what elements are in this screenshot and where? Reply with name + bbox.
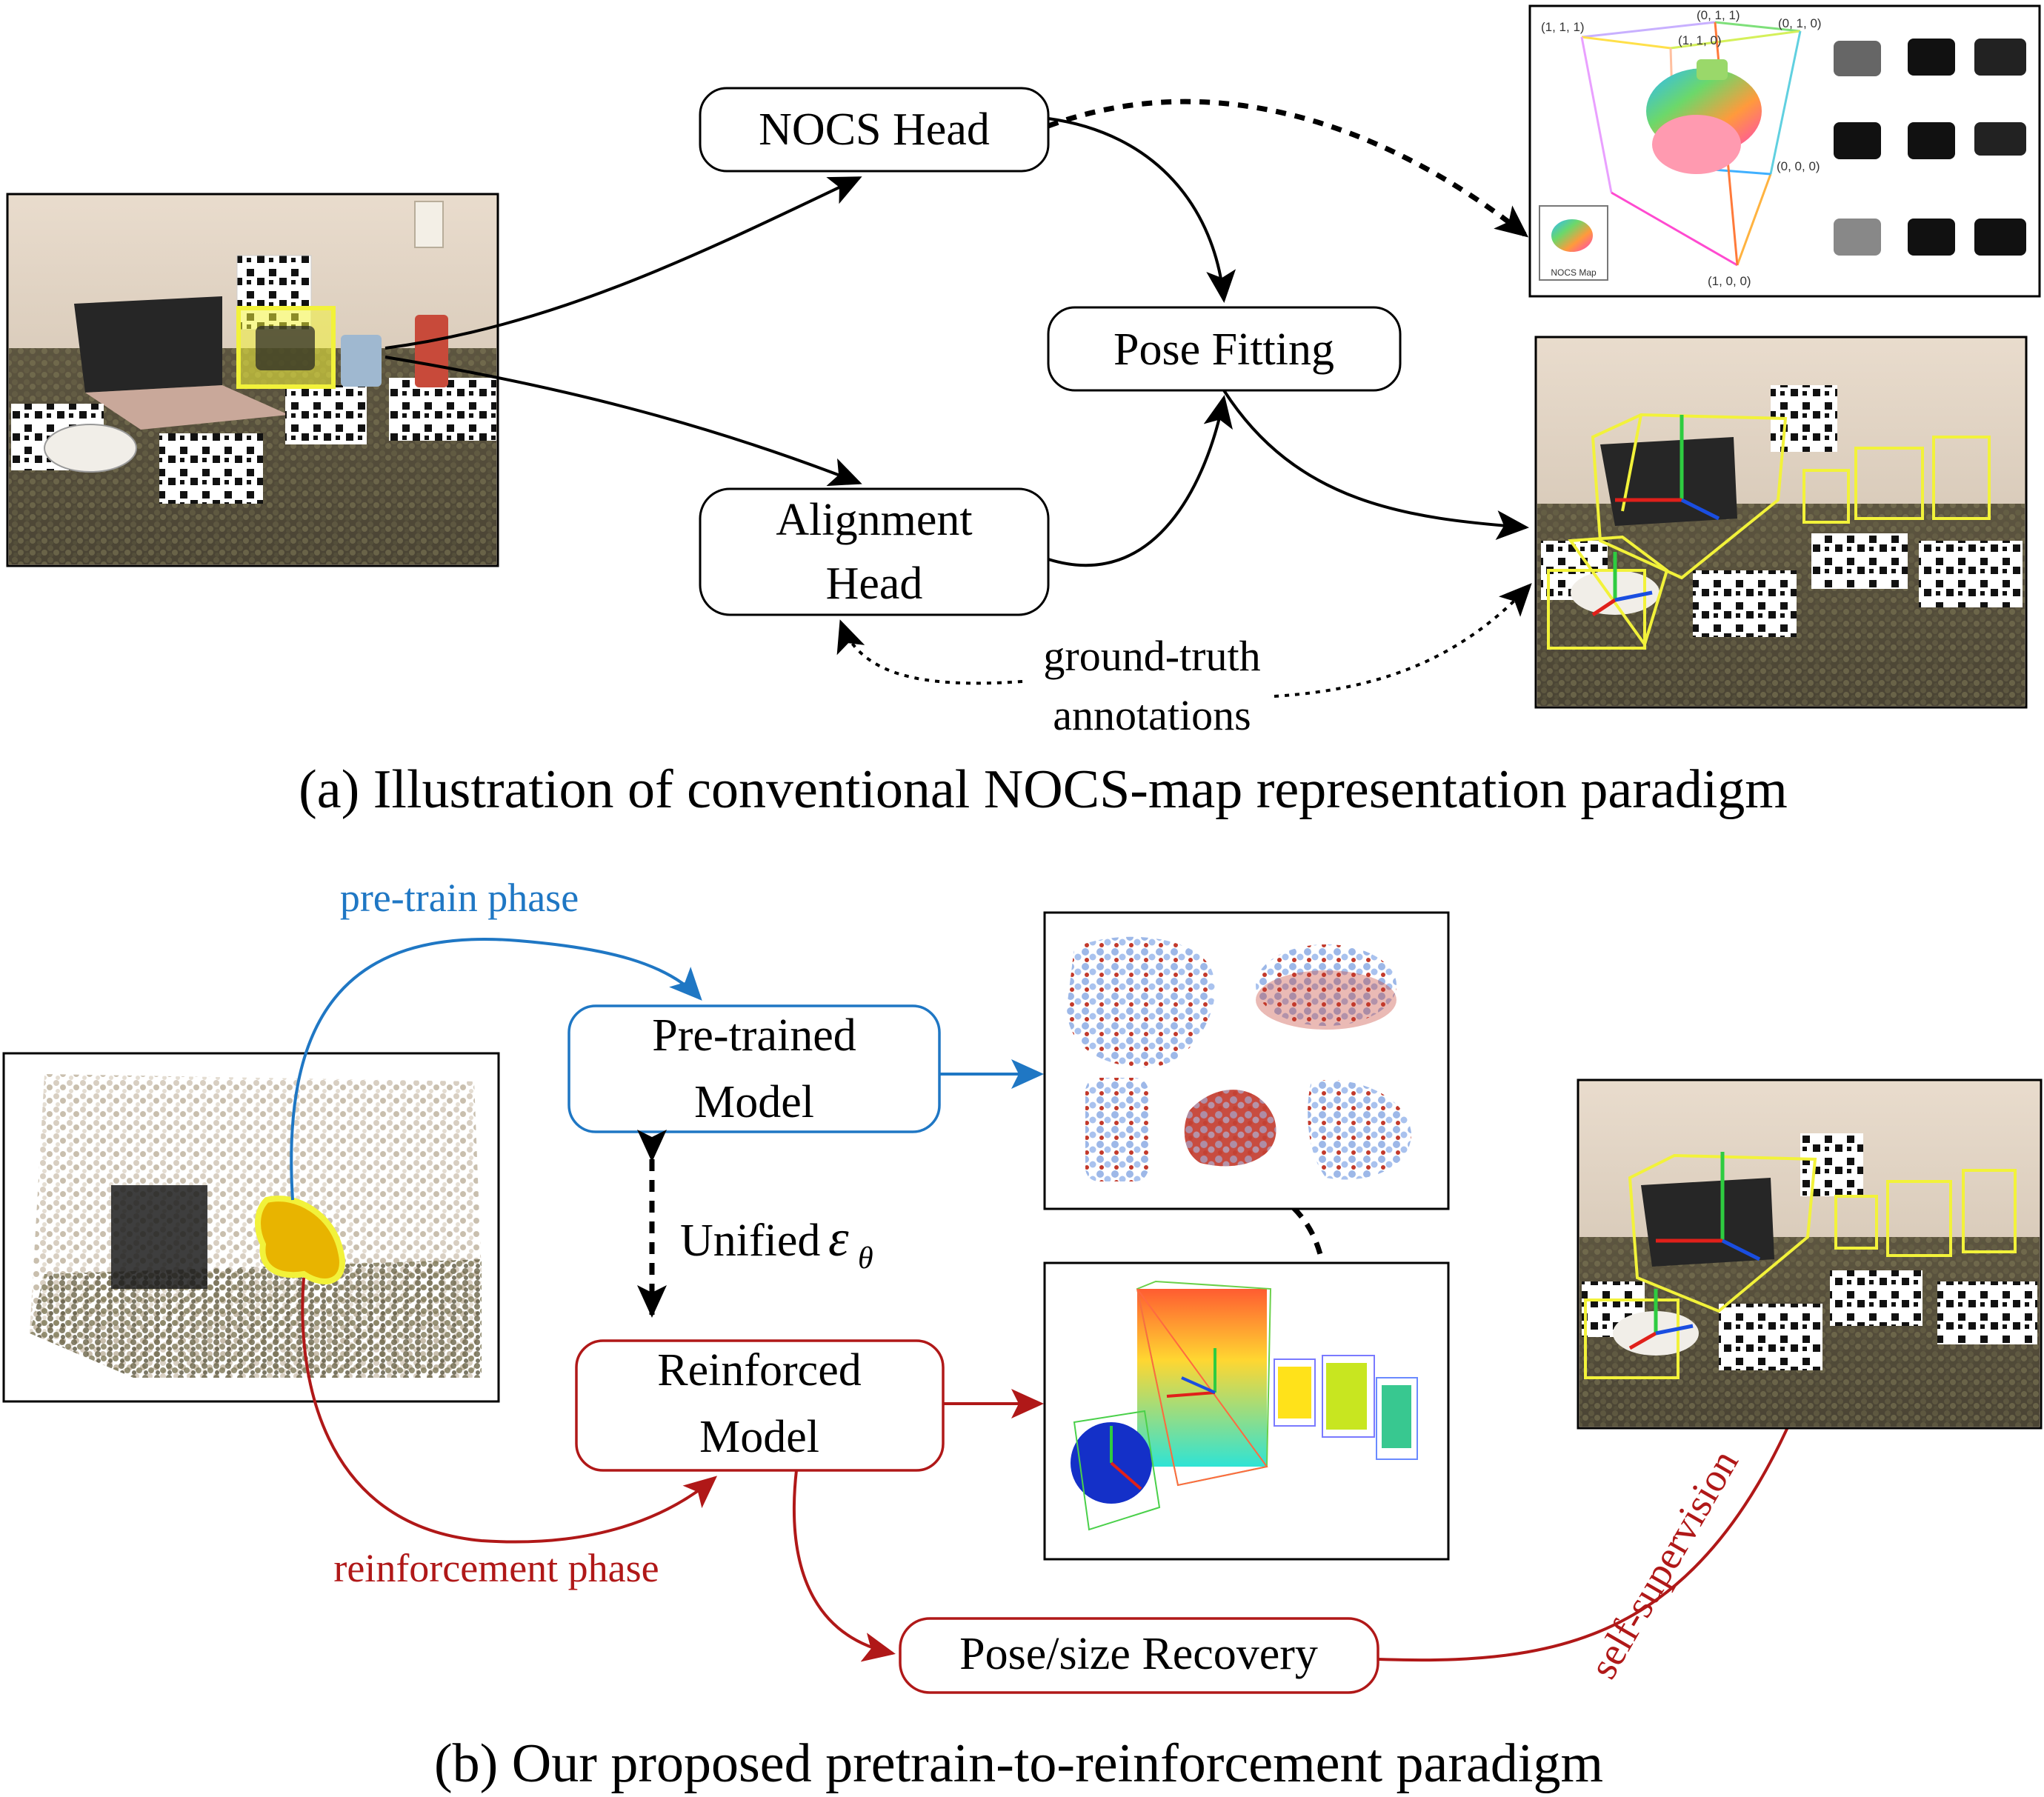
pose-size-recovery-node: Pose/size Recovery <box>899 1617 1379 1694</box>
pretrained-label-line2: Model <box>694 1077 814 1127</box>
reinforced-label-line2: Model <box>699 1412 819 1462</box>
gt-annotations-label: ground-truth annotations <box>1043 632 1260 739</box>
pretrained-output-panel <box>1043 911 1450 1210</box>
gt-label-line2: annotations <box>1053 691 1251 739</box>
corner-110-label: (1, 1, 0) <box>1678 33 1722 47</box>
arrow-nocs-head-to-pose-fitting <box>1048 117 1236 303</box>
self-supervision-label: self-supervision <box>1580 1442 1746 1686</box>
alignment-head-label-line1: Alignment <box>776 495 972 545</box>
camera-thumbnails <box>1834 39 2026 256</box>
pose-size-recovery-label: Pose/size Recovery <box>959 1629 1318 1679</box>
pretrained-model-node: Pre-trained Model <box>567 1004 941 1133</box>
arrow-photo-to-nocs-head <box>385 176 862 350</box>
theta-subscript: θ <box>858 1241 873 1276</box>
arrow-reinforcement-phase <box>301 1277 718 1544</box>
pretrain-phase-label: pre-train phase <box>340 876 579 920</box>
nocs-map-panel: (1, 1, 1) (0, 1, 1) (0, 1, 0) (1, 1, 0) … <box>1528 4 2041 298</box>
arrow-pose-fitting-to-result <box>1222 389 1529 540</box>
nocs-map-inset-label: NOCS Map <box>1551 267 1597 278</box>
pose-fitting-label: Pose Fitting <box>1113 324 1334 375</box>
unified-label: Unified <box>680 1216 820 1266</box>
pretrained-label-line1: Pre-trained <box>652 1010 856 1061</box>
reinforced-model-node: Reinforced Model <box>575 1339 945 1472</box>
corner-100-label: (1, 0, 0) <box>1708 274 1751 288</box>
reinforced-output-panel <box>1043 1261 1450 1561</box>
pose-fitting-node: Pose Fitting <box>1047 306 1402 392</box>
corner-111-label: (1, 1, 1) <box>1541 20 1585 34</box>
alignment-head-label-line2: Head <box>826 559 923 609</box>
corner-000-label: (0, 0, 0) <box>1777 159 1820 173</box>
reinforced-label-line1: Reinforced <box>657 1345 861 1396</box>
arrow-alignment-head-to-pose-fitting <box>1048 395 1233 567</box>
caption-a: (a) Illustration of conventional NOCS-ma… <box>299 759 1788 820</box>
arrow-gt-to-result <box>1274 583 1532 698</box>
result-photo-b <box>1577 1078 2043 1430</box>
arrow-photo-to-alignment-head <box>385 356 862 487</box>
corner-011-label: (0, 1, 1) <box>1697 8 1740 22</box>
arrows-a <box>385 99 1532 698</box>
arrow-gt-to-alignment-head <box>836 619 1023 685</box>
point-cloud-input <box>2 1052 500 1403</box>
nocs-head-node: NOCS Head <box>699 87 1050 173</box>
corner-010-label: (0, 1, 0) <box>1778 16 1822 30</box>
arrow-pretrain-phase <box>290 938 702 1201</box>
arrow-nocs-head-to-nocs-map <box>1047 99 1529 238</box>
arrow-reinforced-to-recovery <box>793 1470 896 1662</box>
unified-epsilon-label: Unified ε θ <box>680 1210 873 1276</box>
alignment-head-node: Alignment Head <box>699 487 1050 616</box>
input-photo-a <box>6 193 499 567</box>
nocs-head-label: NOCS Head <box>759 104 990 155</box>
caption-b: (b) Our proposed pretrain-to-reinforceme… <box>434 1733 1603 1794</box>
result-photo-a <box>1534 336 2028 709</box>
gt-label-line1: ground-truth <box>1043 632 1260 680</box>
epsilon-symbol: ε <box>828 1210 849 1267</box>
reinforcement-phase-label: reinforcement phase <box>333 1546 659 1590</box>
